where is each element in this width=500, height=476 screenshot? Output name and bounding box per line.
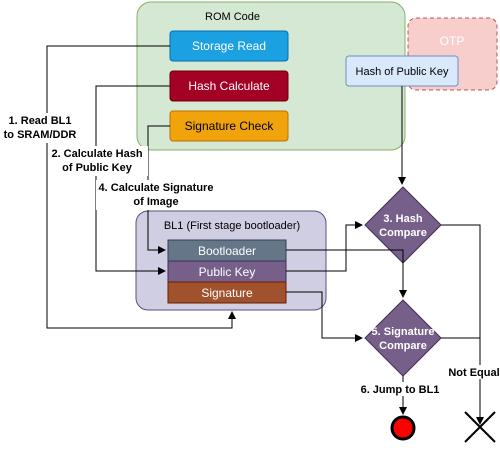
hash-compare-label-2: Compare (379, 227, 427, 239)
signature-compare-label-1: 5. Signature (372, 326, 435, 338)
end-terminator (390, 415, 416, 441)
edge-bootloader-sigcompare (286, 249, 404, 263)
step1-label-2: to SRAM/DDR (4, 129, 77, 141)
step6-label: 6. Jump to BL1 (361, 384, 440, 396)
signature-check-label: Signature Check (185, 119, 275, 133)
signature-compare-label-2: Compare (379, 340, 427, 352)
step2-label-1: 2. Calculate Hash (51, 148, 142, 160)
hash-compare-label-1: 3. Hash (383, 213, 422, 225)
not-equal-label: Not Equal (448, 367, 499, 379)
signature-label: Signature (201, 286, 253, 300)
failure-terminator-icon (464, 411, 496, 443)
otp-title: OTP (440, 34, 465, 48)
hash-of-public-key-label: Hash of Public Key (356, 66, 449, 78)
edge-signature-sigcompare (286, 291, 363, 342)
edge-hash-publickey (95, 85, 170, 275)
signature-compare-diamond (364, 299, 442, 377)
edge-publickey-hashcompare (286, 221, 363, 272)
edge-hashcompare-fail (441, 224, 484, 425)
storage-read-label: Storage Read (192, 39, 266, 53)
hash-calculate-label: Hash Calculate (188, 79, 270, 93)
step2-label-2: of Public Key (62, 162, 133, 174)
step4-label-1: 4. Calculate Signature (99, 182, 214, 194)
bootloader-label: Bootloader (198, 244, 256, 258)
step4-label-2: of Image (133, 196, 178, 208)
rom-code-title: ROM Code (205, 11, 260, 23)
edge-read-bl1 (46, 45, 236, 329)
bl1-title: BL1 (First stage bootloader) (164, 220, 300, 232)
public-key-label: Public Key (199, 265, 256, 279)
step1-label-1: 1. Read BL1 (9, 115, 72, 127)
